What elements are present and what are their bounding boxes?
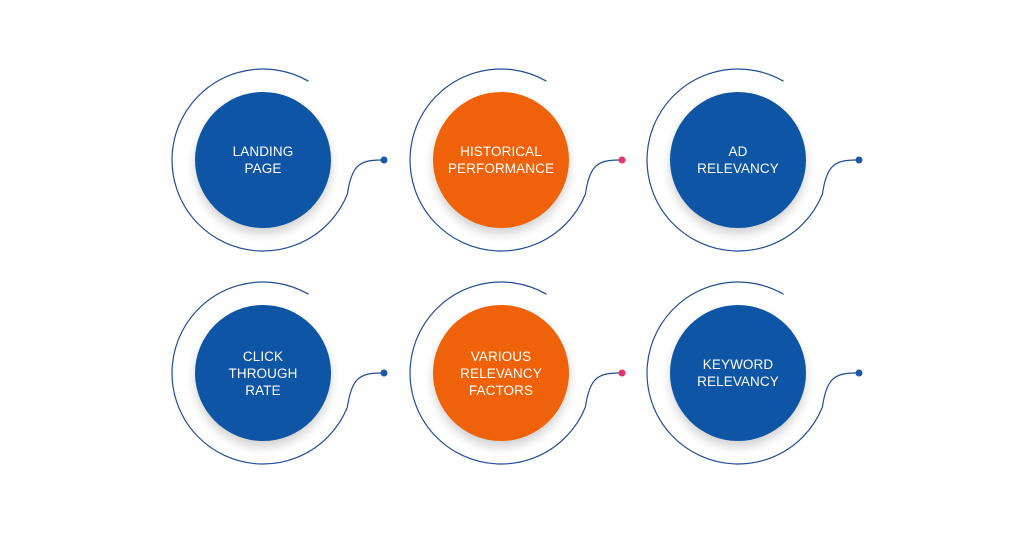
connector-end-dot-4 xyxy=(618,369,626,377)
factor-circle-keyword-relevancy: KEYWORD RELEVANCY xyxy=(670,305,806,441)
connector-end-dot-1 xyxy=(618,156,626,164)
factor-circle-historical-performance: HISTORICAL PERFORMANCE xyxy=(433,92,569,228)
connector-ring-2 xyxy=(646,68,857,252)
connector-ring-4 xyxy=(409,281,620,465)
connector-end-dot-0 xyxy=(380,156,388,164)
factor-label: CLICK THROUGH RATE xyxy=(228,348,298,398)
factor-label: VARIOUS RELEVANCY FACTORS xyxy=(460,348,542,398)
factor-circle-click-through-rate: CLICK THROUGH RATE xyxy=(195,305,331,441)
connector-ring-1 xyxy=(409,68,620,252)
factor-label: LANDING PAGE xyxy=(232,144,294,176)
factor-circle-landing-page: LANDING PAGE xyxy=(195,92,331,228)
factor-label: KEYWORD RELEVANCY xyxy=(697,357,779,389)
connector-end-dot-3 xyxy=(380,369,388,377)
connector-end-dot-2 xyxy=(855,156,863,164)
factor-circle-various-relevancy-factors: VARIOUS RELEVANCY FACTORS xyxy=(433,305,569,441)
connector-end-dot-5 xyxy=(855,369,863,377)
factor-label: AD RELEVANCY xyxy=(697,144,779,176)
connector-ring-3 xyxy=(171,281,382,465)
factor-circle-ad-relevancy: AD RELEVANCY xyxy=(670,92,806,228)
factor-label: HISTORICAL PERFORMANCE xyxy=(447,144,555,176)
connector-ring-0 xyxy=(171,68,382,252)
connector-ring-5 xyxy=(646,281,857,465)
